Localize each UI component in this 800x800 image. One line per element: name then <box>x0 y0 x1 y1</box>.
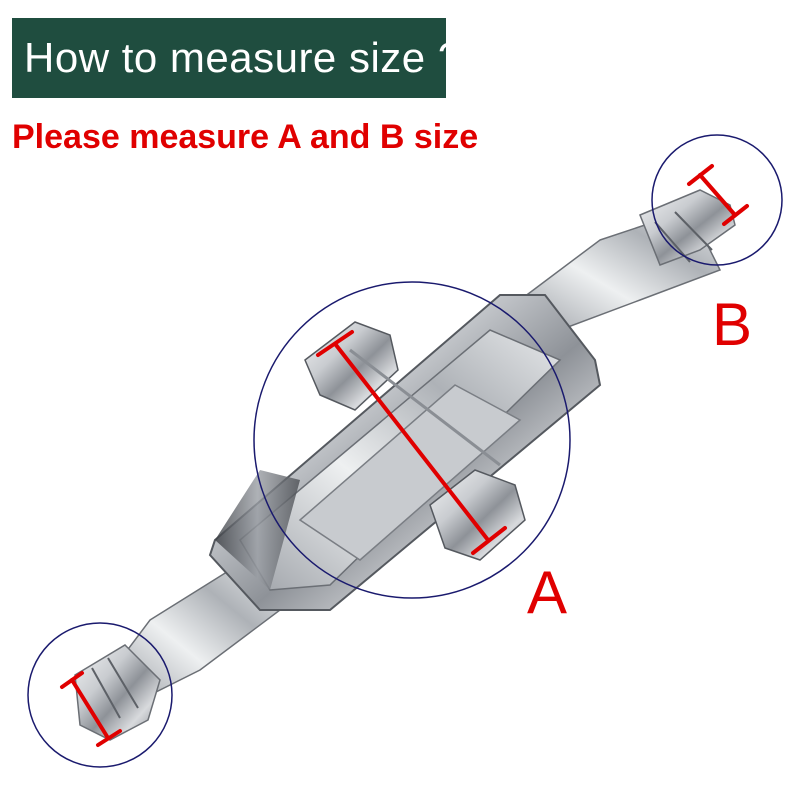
label-a: A <box>527 559 568 626</box>
title-banner: How to measure size ? <box>12 18 461 98</box>
measure-line-a <box>316 330 507 555</box>
measure-line-b-lower <box>60 671 122 747</box>
measure-circle-b <box>651 134 783 266</box>
label-b: B <box>712 291 753 358</box>
measure-circle-b-lower <box>27 622 173 768</box>
instruction-text: Please measure A and B size <box>12 118 479 156</box>
page-title: How to measure size ? <box>24 34 462 81</box>
measure-line-b <box>687 164 749 226</box>
upper-strap-arm <box>518 189 736 331</box>
measure-circle-a <box>253 281 571 599</box>
